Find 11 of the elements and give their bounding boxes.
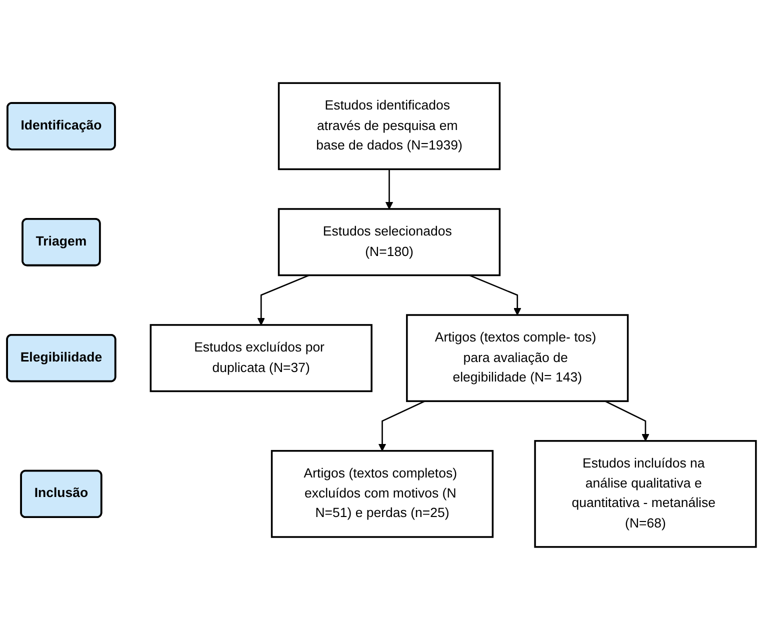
arrow	[257, 275, 310, 326]
arrow	[469, 275, 522, 316]
arrow	[385, 170, 394, 210]
node-box: Artigos (textos comple- tos) para avaliação de elegibilidade (N= 143)	[406, 314, 629, 403]
node-box: Artigos (textos completos) excluídos com motivos (N N=51) e perdas (n=25)	[270, 450, 494, 538]
arrow	[378, 401, 426, 452]
arrow	[604, 401, 650, 442]
node-box: Estudos selecionados (N=180)	[278, 208, 501, 277]
node-box: Estudos excluídos por duplicata (N=37)	[150, 324, 372, 393]
node-box: Estudos incluídos na análise qualitativa e quantitativa - metanálise (N=68)	[534, 440, 757, 548]
node-box: Estudos identificados através de pesquisa em base de dados (N=1939)	[278, 82, 501, 171]
